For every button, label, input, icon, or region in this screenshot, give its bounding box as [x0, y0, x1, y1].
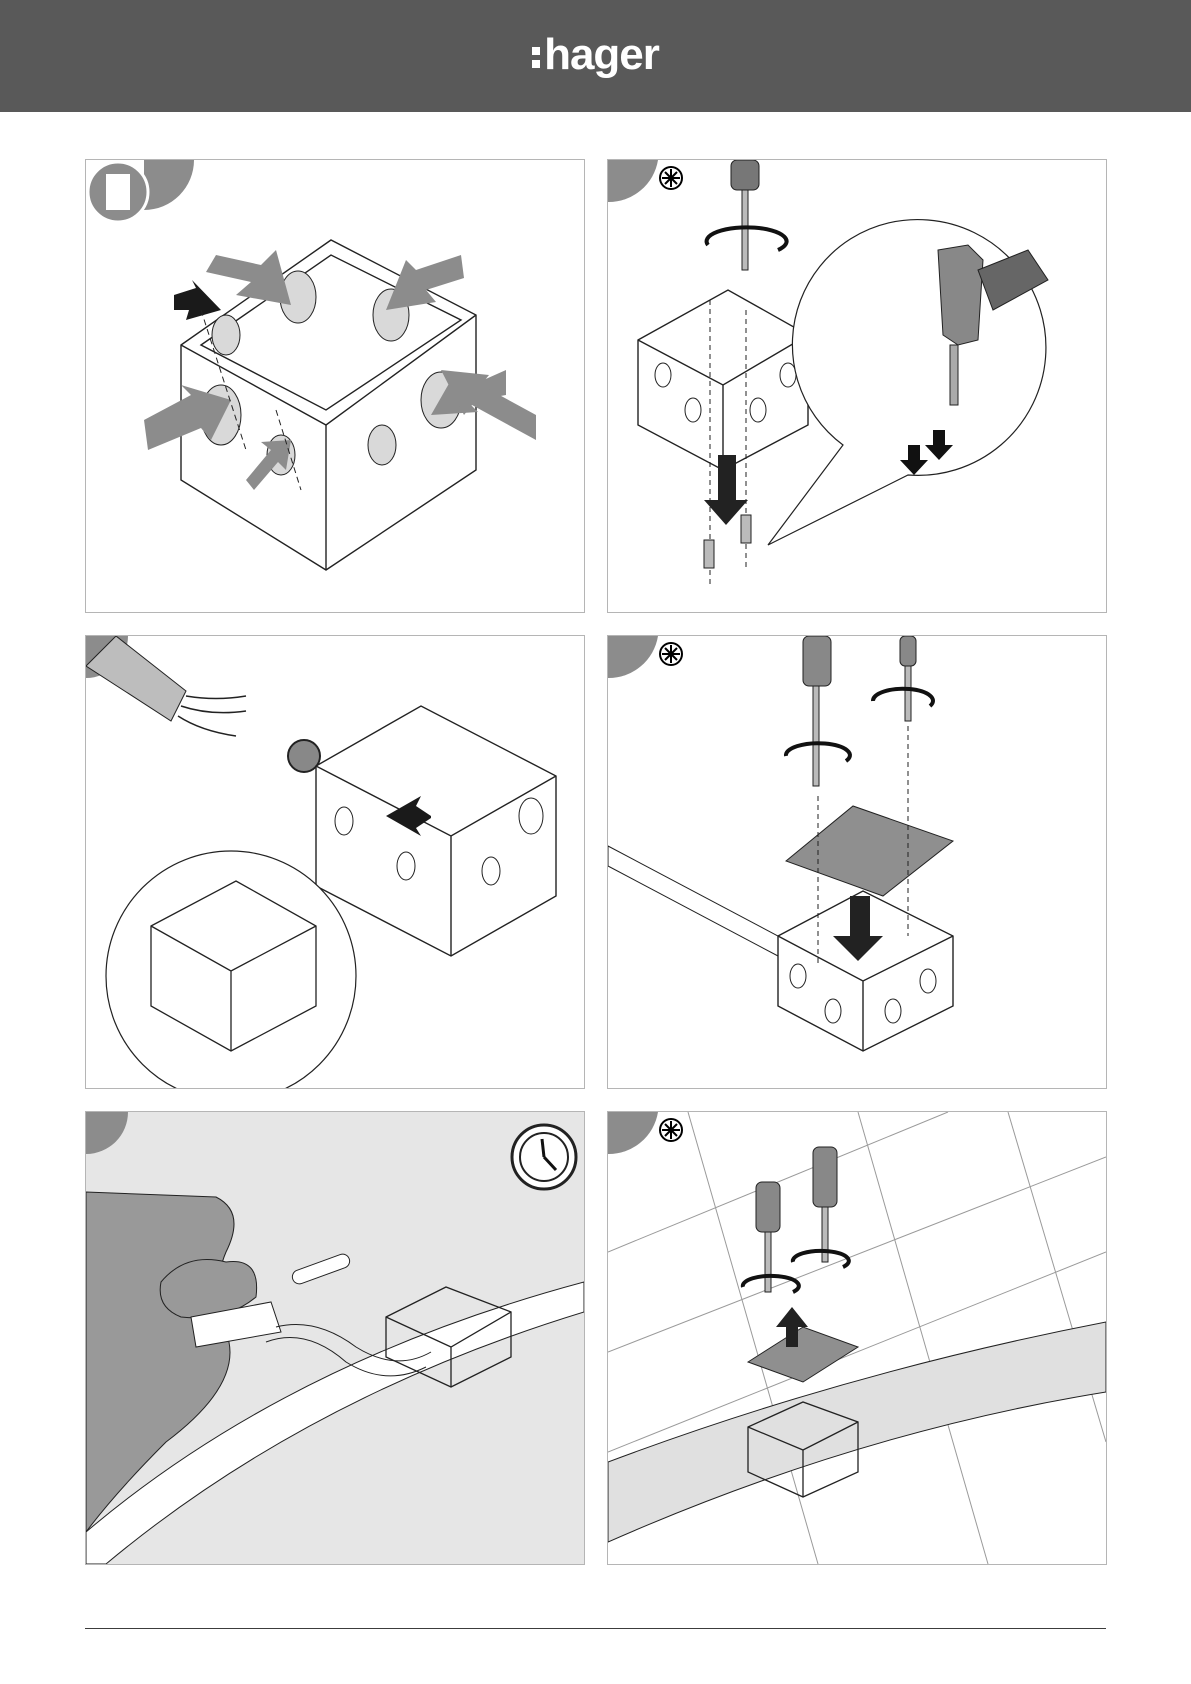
- screwdriver-icon: [731, 160, 759, 270]
- step-2-panel: [607, 159, 1107, 613]
- brand-header: hager: [0, 0, 1191, 112]
- knockout-arrow-dark: [174, 280, 221, 320]
- detail-magnifier: [106, 851, 356, 1088]
- step-3-panel: [85, 635, 585, 1089]
- step-1-illustration: [86, 160, 584, 612]
- step-4-illustration: [608, 636, 1106, 1088]
- knockout-arrows: [144, 250, 536, 490]
- step-4-panel: [607, 635, 1107, 1089]
- rotate-arrow-icon-2: [873, 689, 933, 706]
- step-6-panel: [607, 1111, 1107, 1565]
- step-2-illustration: [608, 160, 1106, 612]
- cold-snowflake-icon: [660, 167, 682, 189]
- step-2-badge: [608, 160, 658, 202]
- step-4-badge: [608, 636, 658, 678]
- floor-channel: [608, 846, 778, 956]
- wall-plate-shape: [106, 174, 130, 210]
- down-arrow-icon: [833, 896, 883, 961]
- cable-gland-nut-icon: [288, 740, 320, 772]
- cover-plate: [786, 806, 953, 896]
- step-5-illustration: [86, 1112, 584, 1564]
- step-1-panel: [85, 159, 585, 613]
- hager-logo: hager: [0, 30, 1191, 80]
- logo-dots-icon: [532, 42, 540, 73]
- footer-rule: [85, 1628, 1106, 1629]
- clock-icon: [512, 1125, 576, 1189]
- cable-wires: [178, 696, 246, 736]
- step-5-panel: [85, 1111, 585, 1565]
- cold-snowflake-icon: [660, 1119, 682, 1141]
- screwdriver-icon: [803, 636, 916, 786]
- insert-arrow-icon: [386, 796, 431, 836]
- box-knockouts: [655, 363, 796, 422]
- step-3-illustration: [86, 636, 584, 1088]
- box-knockouts: [335, 798, 543, 885]
- step-6-illustration: [608, 1112, 1106, 1564]
- logo-wordmark: hager: [544, 30, 659, 79]
- junction-box-large: [316, 706, 556, 956]
- cold-snowflake-icon: [660, 643, 682, 665]
